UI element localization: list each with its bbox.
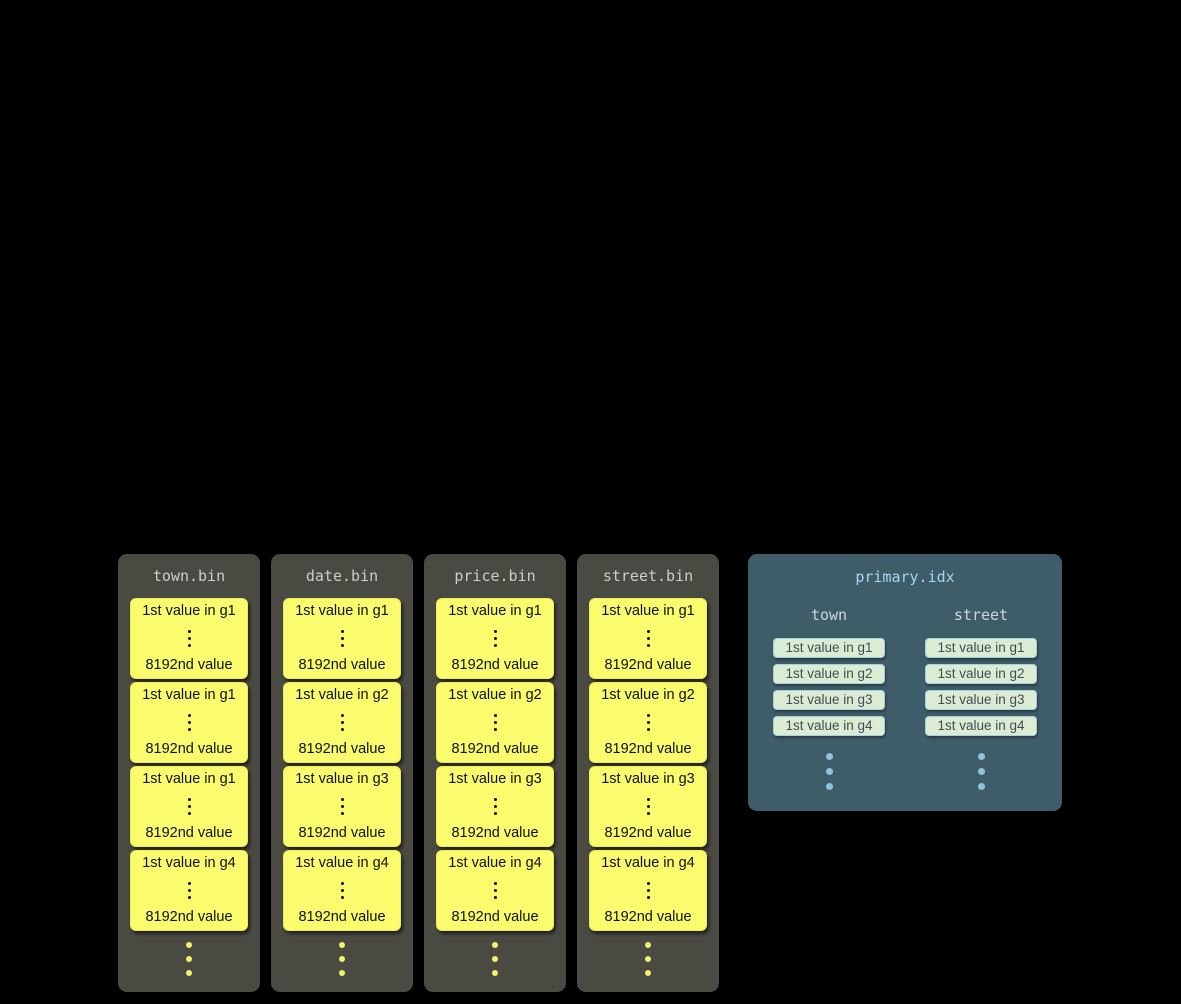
granule-first-value: 1st value in g1: [142, 771, 236, 787]
granule-first-value: 1st value in g1: [142, 687, 236, 703]
vertical-ellipsis-icon: [187, 713, 191, 731]
granule-last-value: 8192nd value: [298, 657, 386, 673]
bin-files-row: town.bin 1st value in g1 8192nd value 1s…: [118, 554, 719, 992]
granule-last-value: 8192nd value: [451, 657, 539, 673]
vertical-ellipsis-icon: [646, 629, 650, 647]
index-column-town: town 1st value in g1 1st value in g2 1st…: [773, 606, 885, 790]
granule-last-value: 8192nd value: [145, 741, 233, 757]
granule-last-value: 8192nd value: [604, 909, 692, 925]
granule-first-value: 1st value in g1: [601, 603, 695, 619]
granule-first-value: 1st value in g4: [142, 855, 236, 871]
granule-block: 1st value in g2 8192nd value: [589, 682, 707, 763]
bin-file-title: date.bin: [305, 567, 379, 585]
granule-block: 1st value in g4 8192nd value: [436, 850, 554, 931]
granule-list: 1st value in g1 8192nd value 1st value i…: [436, 598, 554, 931]
granule-last-value: 8192nd value: [145, 657, 233, 673]
granule-first-value: 1st value in g4: [448, 855, 542, 871]
more-granules-ellipsis-icon: [186, 942, 192, 976]
more-granules-ellipsis-icon: [645, 942, 651, 976]
primary-index-panel: primary.idx town 1st value in g1 1st val…: [748, 554, 1062, 811]
more-granules-ellipsis-icon: [339, 942, 345, 976]
granule-list: 1st value in g1 8192nd value 1st value i…: [589, 598, 707, 931]
bin-file-street: street.bin 1st value in g1 8192nd value …: [577, 554, 719, 992]
granule-first-value: 1st value in g1: [142, 603, 236, 619]
granule-first-value: 1st value in g3: [448, 771, 542, 787]
vertical-ellipsis-icon: [493, 713, 497, 731]
index-entry: 1st value in g2: [925, 664, 1037, 684]
granule-last-value: 8192nd value: [604, 657, 692, 673]
bin-file-price: price.bin 1st value in g1 8192nd value 1…: [424, 554, 566, 992]
vertical-ellipsis-icon: [493, 629, 497, 647]
more-entries-ellipsis-icon: [825, 753, 833, 790]
granule-last-value: 8192nd value: [298, 909, 386, 925]
granule-last-value: 8192nd value: [604, 825, 692, 841]
granule-last-value: 8192nd value: [298, 825, 386, 841]
vertical-ellipsis-icon: [340, 713, 344, 731]
more-granules-ellipsis-icon: [492, 942, 498, 976]
granule-block: 1st value in g1 8192nd value: [130, 766, 248, 847]
bin-file-title: street.bin: [602, 567, 694, 585]
more-entries-ellipsis-icon: [977, 753, 985, 790]
granule-block: 1st value in g1 8192nd value: [283, 598, 401, 679]
primary-index-title: primary.idx: [855, 568, 955, 586]
granule-first-value: 1st value in g3: [601, 771, 695, 787]
granule-first-value: 1st value in g1: [448, 603, 542, 619]
vertical-ellipsis-icon: [340, 881, 344, 899]
granule-last-value: 8192nd value: [451, 825, 539, 841]
granule-last-value: 8192nd value: [604, 741, 692, 757]
granule-block: 1st value in g4 8192nd value: [130, 850, 248, 931]
granule-block: 1st value in g1 8192nd value: [130, 598, 248, 679]
vertical-ellipsis-icon: [187, 629, 191, 647]
index-entry: 1st value in g4: [925, 716, 1037, 736]
granule-first-value: 1st value in g2: [601, 687, 695, 703]
bin-file-town: town.bin 1st value in g1 8192nd value 1s…: [118, 554, 260, 992]
granule-last-value: 8192nd value: [451, 741, 539, 757]
granule-block: 1st value in g3 8192nd value: [589, 766, 707, 847]
granule-first-value: 1st value in g3: [295, 771, 389, 787]
index-entry: 1st value in g1: [773, 638, 885, 658]
bin-file-title: price.bin: [454, 567, 536, 585]
vertical-ellipsis-icon: [187, 797, 191, 815]
vertical-ellipsis-icon: [493, 797, 497, 815]
vertical-ellipsis-icon: [646, 797, 650, 815]
granule-first-value: 1st value in g2: [295, 687, 389, 703]
vertical-ellipsis-icon: [646, 881, 650, 899]
granule-list: 1st value in g1 8192nd value 1st value i…: [130, 598, 248, 931]
granule-block: 1st value in g1 8192nd value: [130, 682, 248, 763]
granule-last-value: 8192nd value: [145, 825, 233, 841]
granule-list: 1st value in g1 8192nd value 1st value i…: [283, 598, 401, 931]
index-entry: 1st value in g4: [773, 716, 885, 736]
granule-block: 1st value in g1 8192nd value: [589, 598, 707, 679]
granule-block: 1st value in g4 8192nd value: [283, 850, 401, 931]
vertical-ellipsis-icon: [493, 881, 497, 899]
granule-first-value: 1st value in g4: [601, 855, 695, 871]
index-column-header: town: [810, 606, 848, 624]
vertical-ellipsis-icon: [340, 797, 344, 815]
index-entry: 1st value in g3: [773, 690, 885, 710]
granule-block: 1st value in g3 8192nd value: [436, 766, 554, 847]
bin-file-date: date.bin 1st value in g1 8192nd value 1s…: [271, 554, 413, 992]
index-entry: 1st value in g3: [925, 690, 1037, 710]
bin-file-title: town.bin: [152, 567, 226, 585]
granule-last-value: 8192nd value: [145, 909, 233, 925]
vertical-ellipsis-icon: [340, 629, 344, 647]
primary-index-columns: town 1st value in g1 1st value in g2 1st…: [773, 606, 1037, 790]
index-column-header: street: [953, 606, 1009, 624]
index-column-street: street 1st value in g1 1st value in g2 1…: [925, 606, 1037, 790]
granule-block: 1st value in g4 8192nd value: [589, 850, 707, 931]
granule-block: 1st value in g2 8192nd value: [283, 682, 401, 763]
index-entry: 1st value in g1: [925, 638, 1037, 658]
granule-first-value: 1st value in g1: [295, 603, 389, 619]
index-entry: 1st value in g2: [773, 664, 885, 684]
granule-last-value: 8192nd value: [451, 909, 539, 925]
granule-first-value: 1st value in g2: [448, 687, 542, 703]
vertical-ellipsis-icon: [646, 713, 650, 731]
granule-block: 1st value in g2 8192nd value: [436, 682, 554, 763]
vertical-ellipsis-icon: [187, 881, 191, 899]
granule-block: 1st value in g3 8192nd value: [283, 766, 401, 847]
granule-block: 1st value in g1 8192nd value: [436, 598, 554, 679]
granule-first-value: 1st value in g4: [295, 855, 389, 871]
granule-last-value: 8192nd value: [298, 741, 386, 757]
